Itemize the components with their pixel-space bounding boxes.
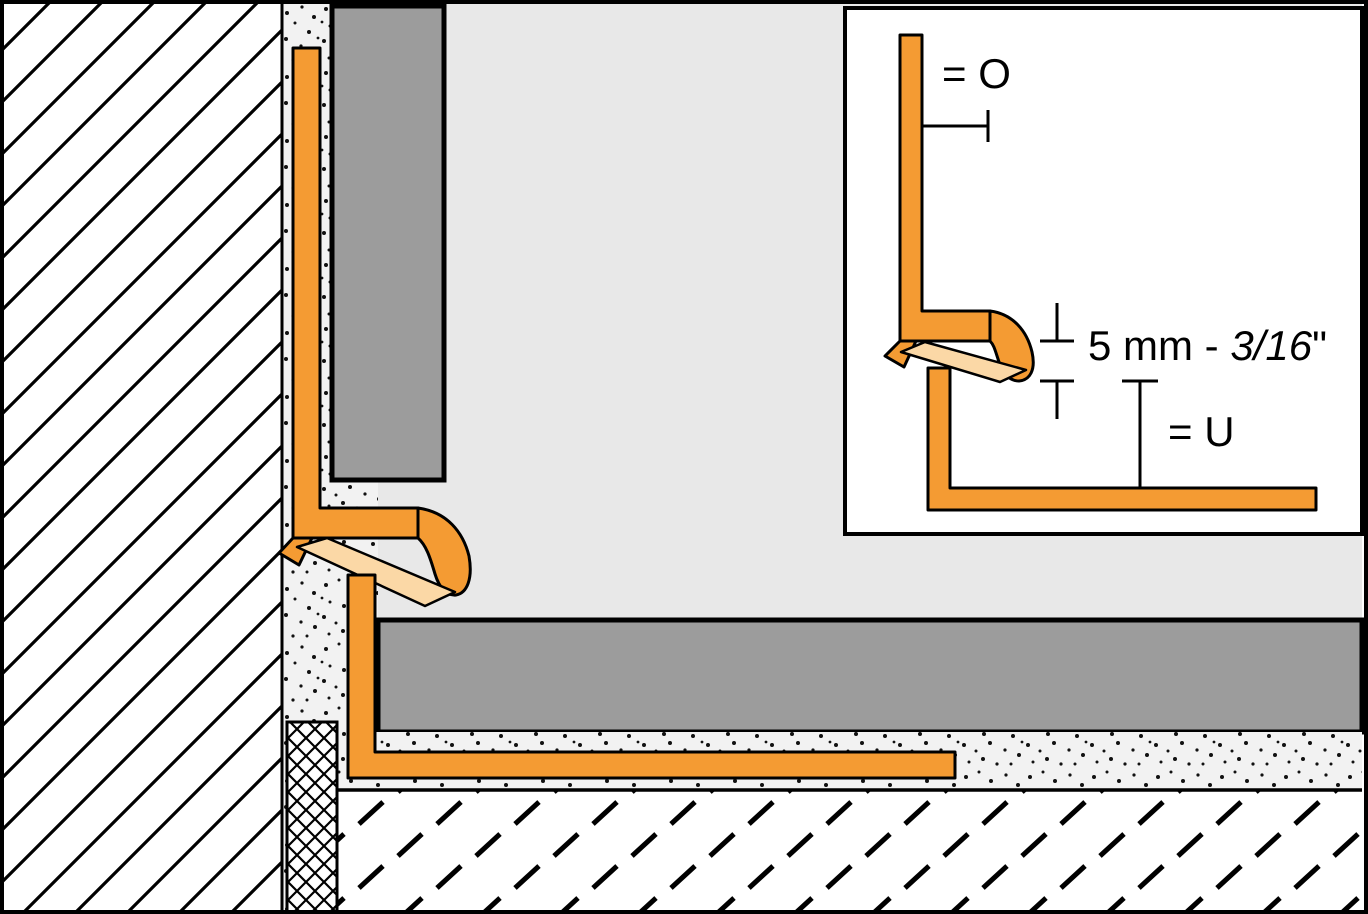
movement-joint-profile: [277, 46, 957, 780]
edge-insulation-strip: [285, 720, 339, 914]
dimension-o-label: = O: [942, 50, 1011, 97]
joint-width-value: 5 mm -: [1088, 322, 1230, 369]
inset-flexible-zone: [899, 340, 1028, 384]
joint-width-unit: ": [1312, 322, 1327, 369]
joint-width-dimension: 5 mm - 3/16": [1040, 303, 1327, 419]
inset-floor-leg: [926, 366, 1318, 512]
joint-width-fraction: 3/16: [1230, 322, 1312, 369]
floor-tile: [375, 617, 1365, 735]
joint-width-label: 5 mm - 3/16": [1088, 322, 1327, 369]
inset-profile-cross-section: [883, 33, 1318, 512]
dimension-u: = U: [1122, 379, 1235, 488]
floor-substrate-hatch: [337, 788, 1362, 911]
wall-substrate-hatch: [3, 3, 282, 911]
inset-corner-foot: [883, 339, 918, 369]
detail-inset-panel: = O 5 mm - 3/16" = U: [843, 6, 1364, 536]
profile-floor-anchoring-leg: [346, 573, 957, 780]
profile-joint-lip-hook: [416, 506, 472, 597]
profile-flexible-zone: [295, 536, 457, 608]
dimension-o: = O: [922, 50, 1011, 142]
dimension-u-label: = U: [1168, 408, 1235, 455]
wall-tile: [329, 3, 447, 483]
